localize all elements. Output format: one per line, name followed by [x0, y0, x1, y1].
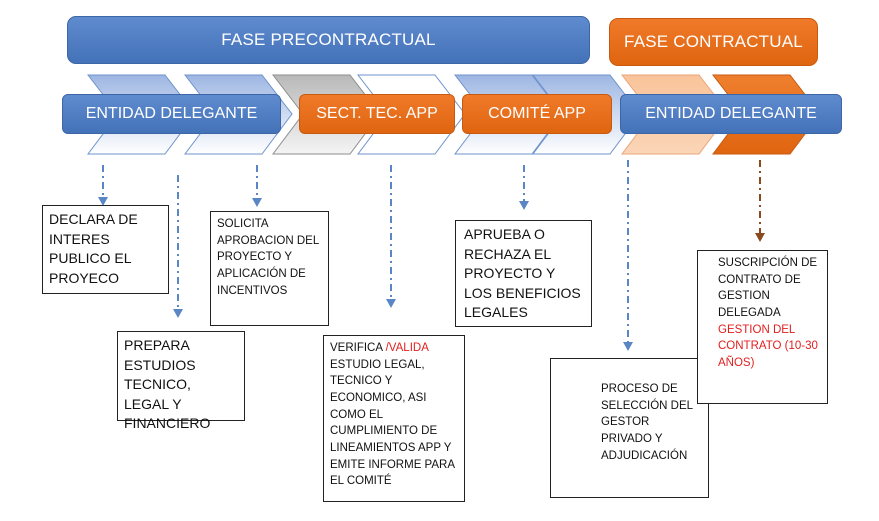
- step-declara: DECLARA DE INTERES PUBLICO EL PROYECO: [42, 205, 169, 294]
- arrowhead-solicita: [252, 198, 262, 207]
- arrowhead-prepara: [173, 309, 183, 318]
- valida-text: /VALIDA: [385, 342, 429, 354]
- gestion-contrato-text: GESTION DEL CONTRATO (10-30 AÑOS): [718, 323, 818, 370]
- actor-entidad-delegante-2: ENTIDAD DELEGANTE: [620, 94, 842, 134]
- step-aprueba: APRUEBA O RECHAZA EL PROYECTO Y LOS BENE…: [455, 220, 592, 327]
- actor-sect-tec-app: SECT. TEC. APP: [299, 94, 455, 134]
- arrowhead-aprueba: [519, 201, 529, 210]
- suscripcion-text: SUSCRIPCIÓN DE CONTRATO DE GESTION DELEG…: [718, 257, 818, 320]
- step-proceso: PROCESO DE SELECCIÓN DEL GESTOR PRIVADO …: [550, 358, 709, 498]
- actor-entidad-delegante-1: ENTIDAD DELEGANTE: [62, 94, 281, 134]
- verifica-text: VERIFICA: [330, 342, 386, 354]
- arrowhead-verifica: [386, 299, 396, 308]
- step-suscripcion: SUSCRIPCIÓN DE CONTRATO DE GESTION DELEG…: [697, 250, 828, 404]
- arrowhead-proceso: [623, 342, 633, 351]
- verifica-detail: ESTUDIO LEGAL, TECNICO Y ECONOMICO, ASI …: [330, 358, 455, 488]
- step-prepara: PREPARA ESTUDIOS TECNICO, LEGAL Y FINANC…: [117, 331, 245, 431]
- phase-contractual: FASE CONTRACTUAL: [609, 18, 818, 66]
- arrowhead-suscripcion: [755, 233, 765, 242]
- phase-precontractual: FASE PRECONTRACTUAL: [67, 16, 590, 64]
- step-verifica: VERIFICA /VALIDA ESTUDIO LEGAL, TECNICO …: [323, 335, 465, 502]
- actor-comite-app: COMITÉ APP: [462, 94, 612, 134]
- arrowhead-declara: [98, 197, 108, 206]
- step-solicita: SOLICITA APROBACION DEL PROYECTO Y APLIC…: [210, 211, 329, 326]
